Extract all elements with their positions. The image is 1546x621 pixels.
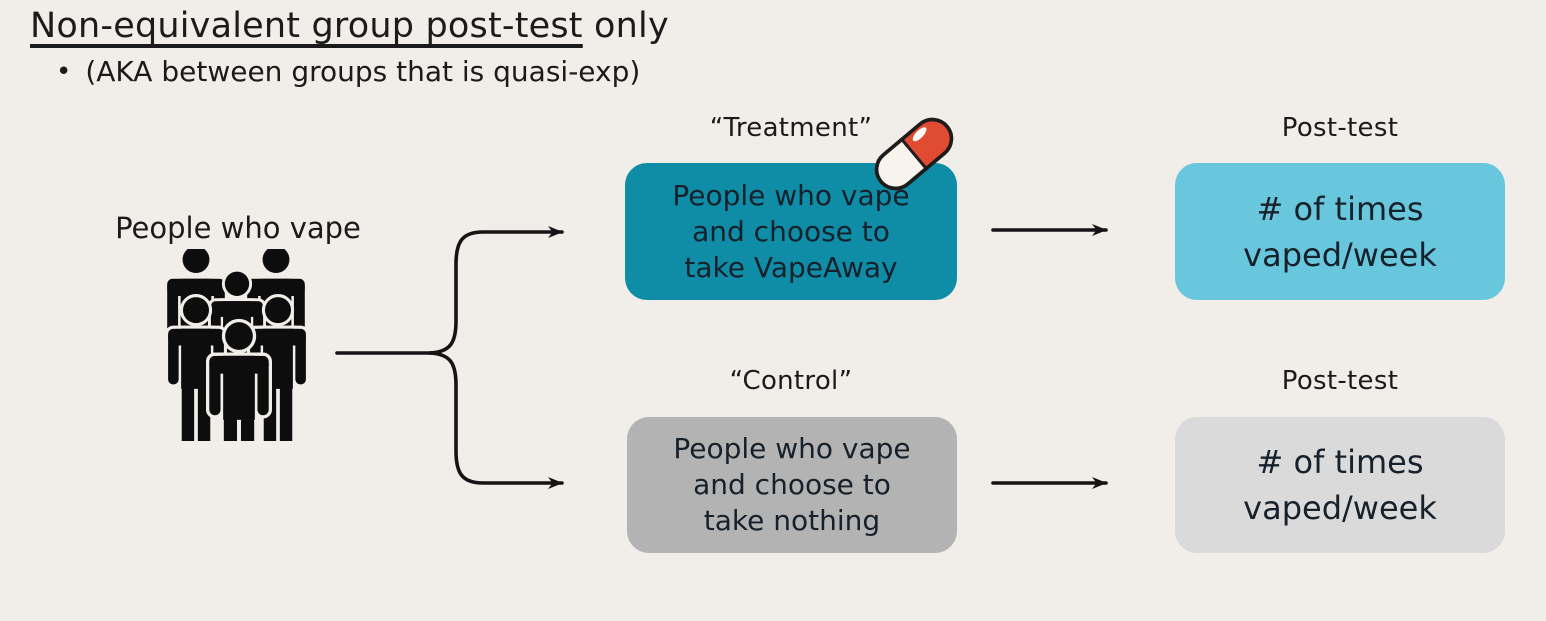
posttest-treatment-label: Post-test [1281, 113, 1399, 143]
control-box: People who vape and choose to take nothi… [627, 417, 957, 553]
posttest-control-box: # of times vaped/week [1175, 417, 1505, 553]
pill-icon [874, 117, 954, 191]
posttest-control-label: Post-test [1281, 366, 1399, 396]
bullet-line: • (AKA between groups that is quasi-exp) [56, 55, 640, 88]
control-box-line1: People who vape [673, 432, 911, 465]
page-title-plain: only [582, 6, 669, 46]
page-title: Non-equivalent group post-test only [30, 6, 669, 46]
posttest-treatment-box-line1: # of times [1256, 189, 1424, 228]
population-label: People who vape [115, 211, 361, 245]
treatment-box-line1: People who vape [672, 178, 910, 212]
control-box-line3: take nothing [703, 504, 881, 537]
treatment-box-line2: and choose to [692, 214, 890, 248]
posttest-control-box-line1: # of times [1256, 443, 1424, 481]
bullet-text: (AKA between groups that is quasi-exp) [85, 55, 641, 88]
bullet-marker: • [56, 56, 72, 87]
page-title-underlined: Non-equivalent group post-test [30, 6, 583, 46]
treatment-label: “Treatment” [709, 113, 873, 143]
posttest-control-box-line2: vaped/week [1243, 489, 1437, 527]
split-arrow-upper-branch [428, 226, 564, 355]
posttest-treatment-box: # of times vaped/week [1175, 163, 1505, 300]
posttest-treatment-box-line2: vaped/week [1243, 235, 1437, 274]
control-label: “Control” [729, 366, 853, 396]
treatment-box-line3: take VapeAway [684, 250, 898, 284]
control-box-line2: and choose to [693, 468, 891, 501]
split-arrow-lower-branch [428, 351, 564, 489]
